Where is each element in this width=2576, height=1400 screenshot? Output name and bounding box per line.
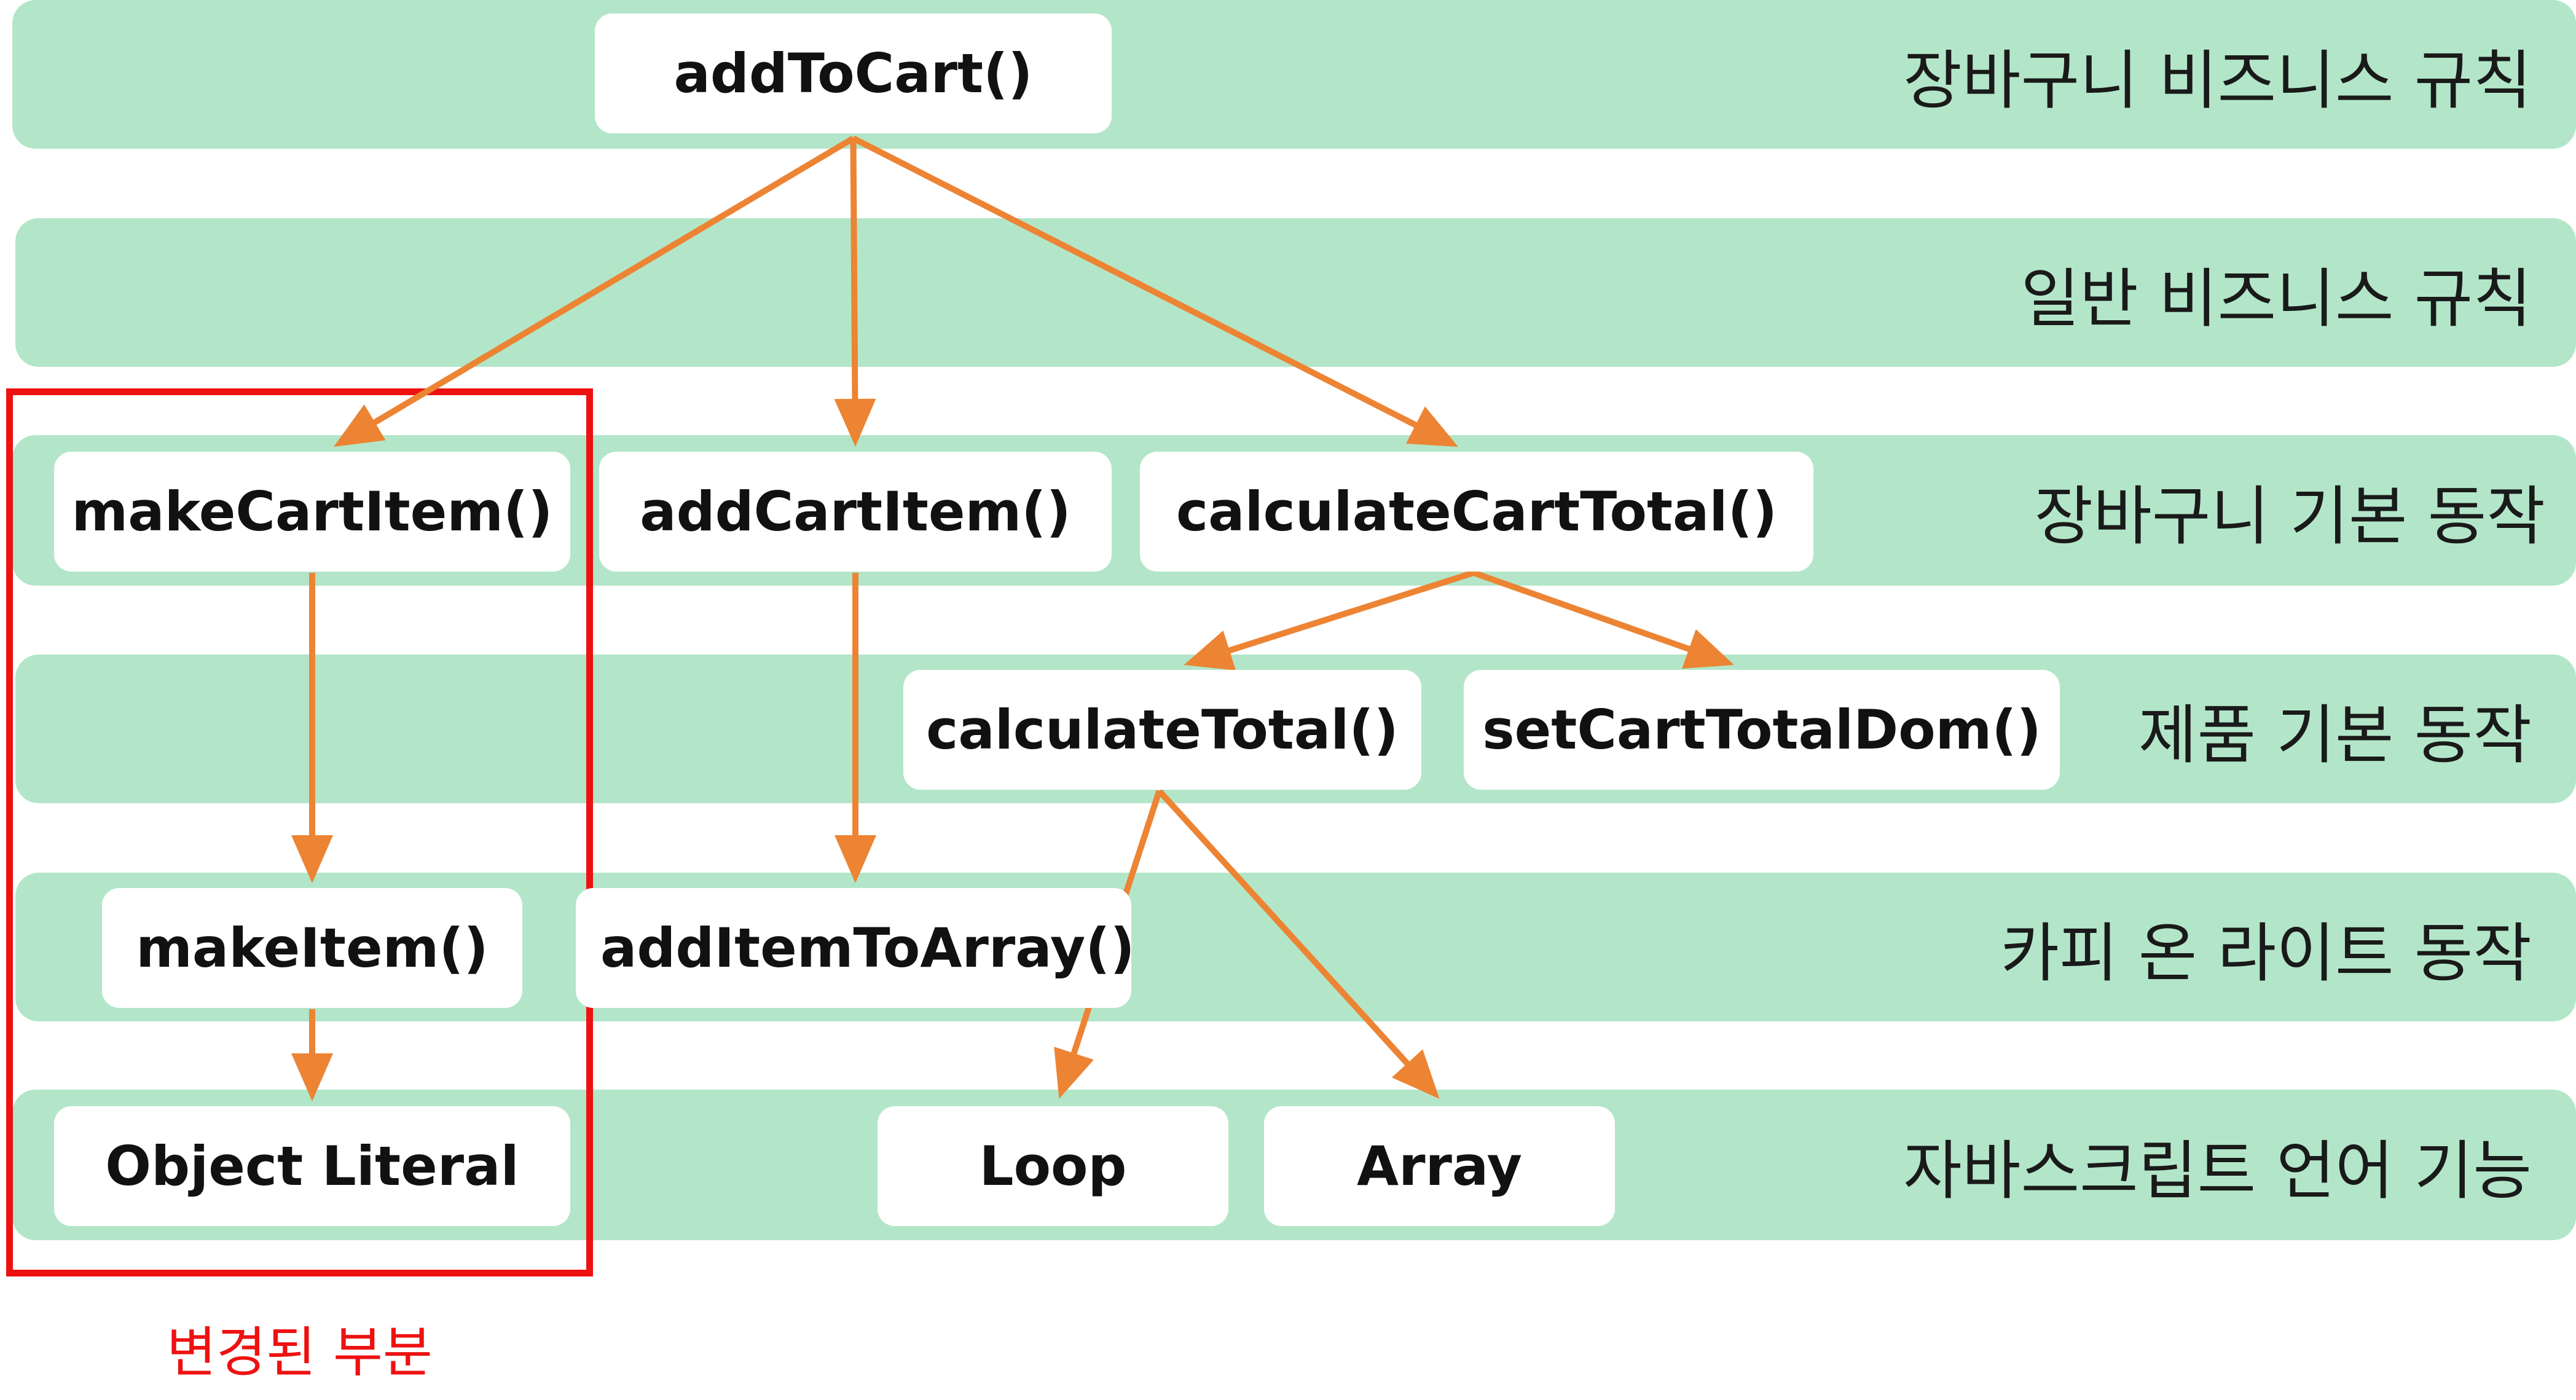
node-add-to-cart[interactable]: addToCart() bbox=[595, 14, 1112, 133]
arrowhead-calculateTotal-to-array bbox=[1391, 1049, 1440, 1099]
arrowhead-addCartItem-to-addItemToArray bbox=[834, 835, 876, 883]
changed-section-caption: 변경된 부분 bbox=[167, 1321, 433, 1384]
layer-band-general-business-rules: 일반 비즈니스 규칙 bbox=[15, 218, 2576, 367]
layer-label: 일반 비즈니스 규칙 bbox=[2020, 261, 2532, 336]
node-add-cart-item[interactable]: addCartItem() bbox=[599, 452, 1112, 572]
node-loop[interactable]: Loop bbox=[878, 1106, 1228, 1226]
layer-band-cart-business-rules: 장바구니 비즈니스 규칙 bbox=[12, 0, 2576, 149]
arrowhead-calculateCartTotal-to-calculateTotal bbox=[1184, 630, 1236, 671]
node-make-item[interactable]: makeItem() bbox=[102, 888, 522, 1008]
changed-section-highlight bbox=[6, 388, 593, 1276]
arrowhead-addToCart-to-addCartItem bbox=[834, 398, 876, 447]
arrowhead-addToCart-to-makeCartItem bbox=[334, 404, 386, 447]
node-add-item-to-array[interactable]: addItemToArray() bbox=[576, 888, 1135, 1008]
arrowhead-calculateTotal-to-loop bbox=[1054, 1047, 1094, 1099]
arrowhead-makeCartItem-to-makeItem bbox=[291, 835, 333, 883]
layer-label: 자바스크립트 언어 기능 bbox=[1903, 1133, 2532, 1208]
node-object-literal[interactable]: Object Literal bbox=[54, 1106, 570, 1226]
arrow-calculateCartTotal-to-calculateTotal bbox=[1226, 570, 1475, 655]
layer-label: 장바구니 기본 동작 bbox=[2034, 479, 2545, 554]
arrowhead-calculateCartTotal-to-setCartTotalDom bbox=[1682, 629, 1734, 669]
arrow-calculateCartTotal-to-setCartTotalDom bbox=[1472, 570, 1692, 653]
arrow-addToCart-to-makeCartItem bbox=[371, 135, 855, 427]
layer-label: 장바구니 비즈니스 규칙 bbox=[1903, 42, 2532, 118]
layer-label: 제품 기본 동작 bbox=[2138, 697, 2532, 773]
node-make-cart-item[interactable]: makeCartItem() bbox=[54, 452, 570, 572]
arrowhead-makeItem-to-objectLiteral bbox=[291, 1053, 333, 1101]
arrow-addToCart-to-calculateCartTotal bbox=[852, 135, 1420, 429]
layer-label: 카피 온 라이트 동작 bbox=[2000, 915, 2532, 991]
arrow-addToCart-to-addCartItem bbox=[850, 138, 858, 402]
node-calculate-total[interactable]: calculateTotal() bbox=[903, 670, 1421, 790]
node-set-cart-total-dom[interactable]: setCartTotalDom() bbox=[1464, 670, 2060, 790]
node-array[interactable]: Array bbox=[1264, 1106, 1615, 1226]
arrow-calculateTotal-to-array bbox=[1156, 788, 1412, 1068]
node-calculate-cart-total[interactable]: calculateCartTotal() bbox=[1140, 452, 1813, 572]
arrowhead-addToCart-to-calculateCartTotal bbox=[1406, 406, 1458, 447]
